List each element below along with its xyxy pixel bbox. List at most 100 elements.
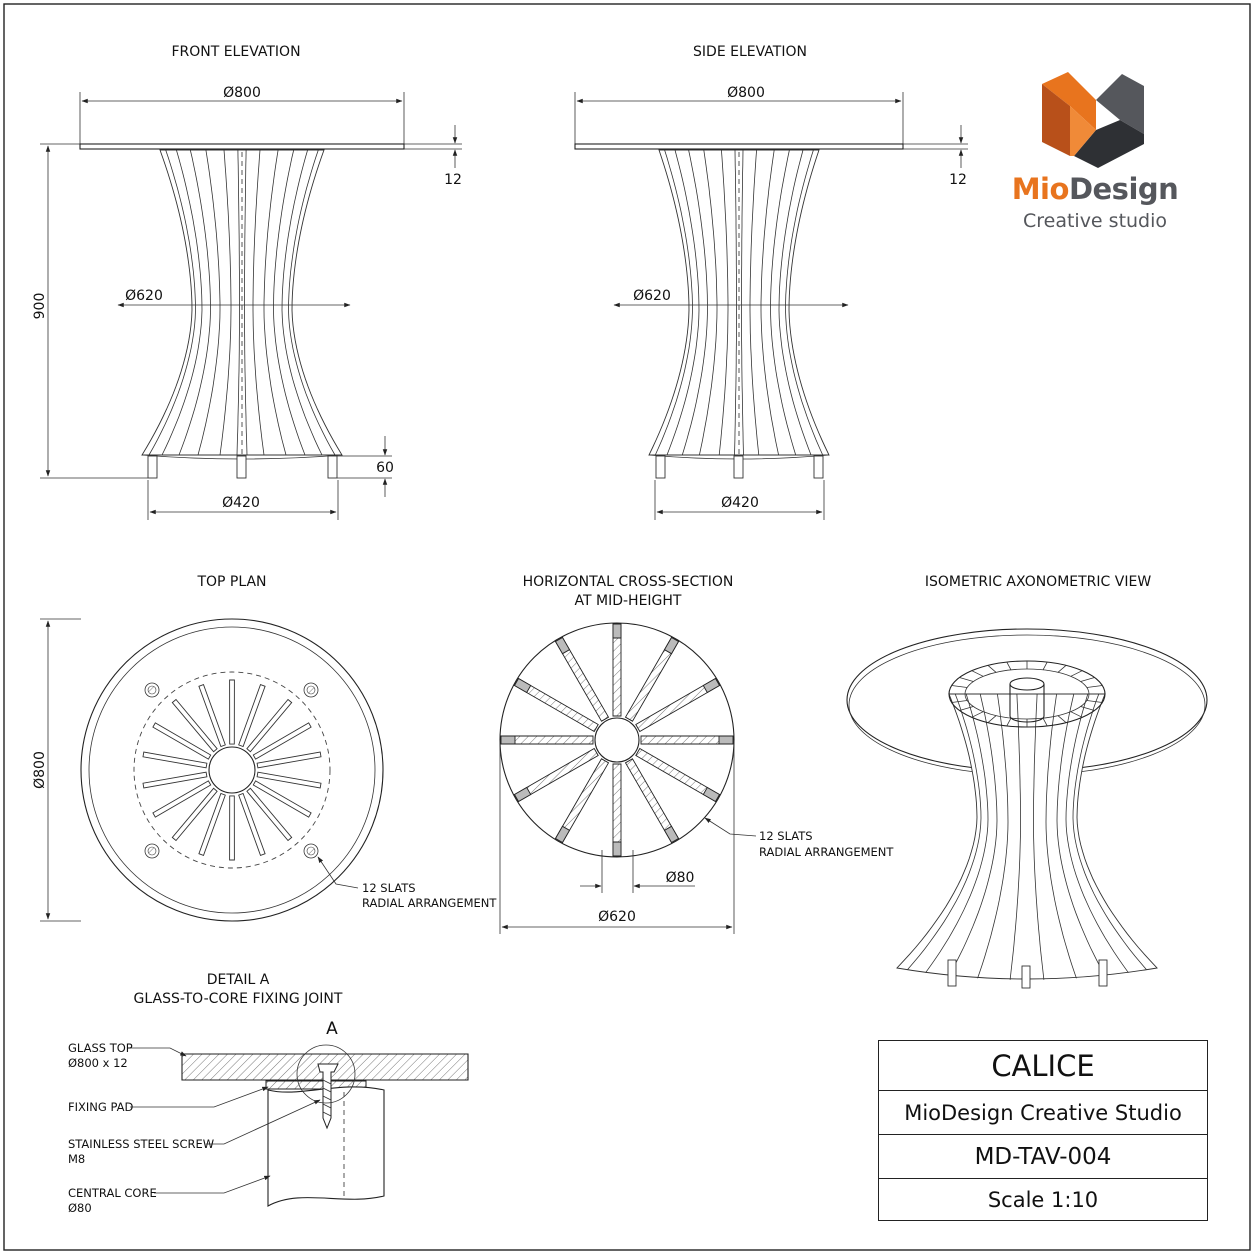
iso-slat-edge [925,693,989,973]
iso-ring-slat [959,706,974,711]
section-slat-end [702,786,721,803]
plan-slat [152,780,212,818]
slat-edge [252,149,265,456]
plan-slat [246,787,293,842]
section-slats-note-1: 12 SLATS [759,829,813,843]
slat-edge [197,149,221,456]
foot [327,455,338,479]
fixing-pads [144,682,319,859]
section-slat-end [663,636,680,655]
slat-edge [734,149,737,456]
plan-slats-note-2: RADIAL ARRANGEMENT [362,896,497,910]
section-slat-end [500,735,516,745]
foot [733,455,744,479]
iso-slat-edge [907,693,982,971]
iso-slat-edge [1045,693,1077,979]
glass-top-note-2: Ø800 x 12 [68,1056,128,1070]
detail-title-2: GLASS-TO-CORE FIXING JOINT [134,991,343,1007]
miodesign-logo: MioDesign Creative studio [990,64,1200,244]
iso-ring-slat [1070,711,1083,718]
front-elevation-title: FRONT ELEVATION [171,44,300,60]
slat-edge [236,149,240,456]
detail-marker-label: A [326,1019,338,1039]
plan-slat [238,792,266,856]
iso-ring-slat [959,677,974,682]
slat-edge [718,149,729,456]
plan-slat [252,722,312,760]
section-slat-end [702,677,721,694]
plan-slat [252,780,312,818]
dim-section-diameter: Ø620 [598,909,636,925]
iso-base-outline [896,693,1158,980]
dim-core-diameter: Ø80 [666,870,695,886]
slat-edge [654,149,693,456]
plan-slat [198,792,226,856]
section-slat-end [513,677,532,694]
plan-slat [142,751,208,769]
plan-slat [238,684,266,748]
plan-core [208,746,256,794]
plan-slat [152,722,212,760]
dim-feet-height: 60 [376,460,394,476]
iso-ring-slat [1086,700,1103,703]
studio-name: MioDesign Creative Studio [879,1091,1207,1135]
slat-edge [749,149,760,456]
drawing-code: MD-TAV-004 [879,1135,1207,1179]
iso-foot [947,959,957,987]
plan-slat [229,795,235,861]
iso-ring-slat [951,700,968,703]
logo-brand-name: MioDesign [990,172,1200,206]
slat-edge [666,149,700,456]
iso-slat-edge [1009,693,1021,980]
dim-waist-diameter: Ø620 [125,288,163,304]
front-elevation-view: FRONT ELEVATION Ø800 12 900 Ø620 60 [32,44,462,520]
iso-slat-edge [1056,693,1106,976]
glass-top [79,143,405,150]
isometric-title: ISOMETRIC AXONOMETRIC VIEW [925,574,1151,590]
iso-ring-slat [987,715,997,723]
dim-glass-thickness-side: 12 [949,172,967,188]
dim-overall-height: 900 [32,293,48,320]
slat-edge [178,149,211,456]
slat-edge [281,149,323,456]
iso-ring-slat [1080,677,1095,682]
plan-slat [256,751,322,769]
slat-edge [785,149,824,456]
plan-slat [246,698,293,753]
iso-ring-slat [1070,670,1083,677]
section-slat-end [554,636,571,655]
top-plan-title: TOP PLAN [196,574,266,590]
core-note-2: Ø80 [68,1201,92,1215]
dim-base-diameter-side: Ø420 [721,495,759,511]
detail-title-1: DETAIL A [207,972,270,988]
slat-edge [741,149,744,456]
iso-slat-edge [948,693,998,976]
section-slat-end [663,825,680,844]
foot [147,455,158,479]
foot [236,455,247,479]
section-slat-end [612,623,622,639]
dim-base-diameter: Ø420 [222,495,260,511]
plan-slat [171,787,218,842]
iso-ring-slat [1006,717,1012,727]
slat-edge [288,149,336,456]
iso-slat-ring [949,661,1105,727]
iso-slat-edge [1033,693,1045,980]
slat-edge [148,149,196,456]
foot [655,455,666,479]
base-outline [648,149,830,456]
iso-ring-slat [971,670,984,677]
top-plan-view: TOP PLAN Ø800 12 SLATS RADIAL ARRANGEMEN… [32,574,497,922]
logo-brand-part1: Mio [1011,172,1070,206]
dim-waist-diameter-side: Ø620 [633,288,671,304]
plan-slat [229,679,235,745]
plan-slats-note-1: 12 SLATS [362,881,416,895]
slat-edge [770,149,797,456]
side-slats [648,149,830,460]
front-slats [141,149,343,460]
iso-ring-slat [1086,685,1103,688]
iso-ring-slat [1042,661,1048,671]
glass-top-side [574,143,904,150]
iso-foot [1098,959,1108,987]
